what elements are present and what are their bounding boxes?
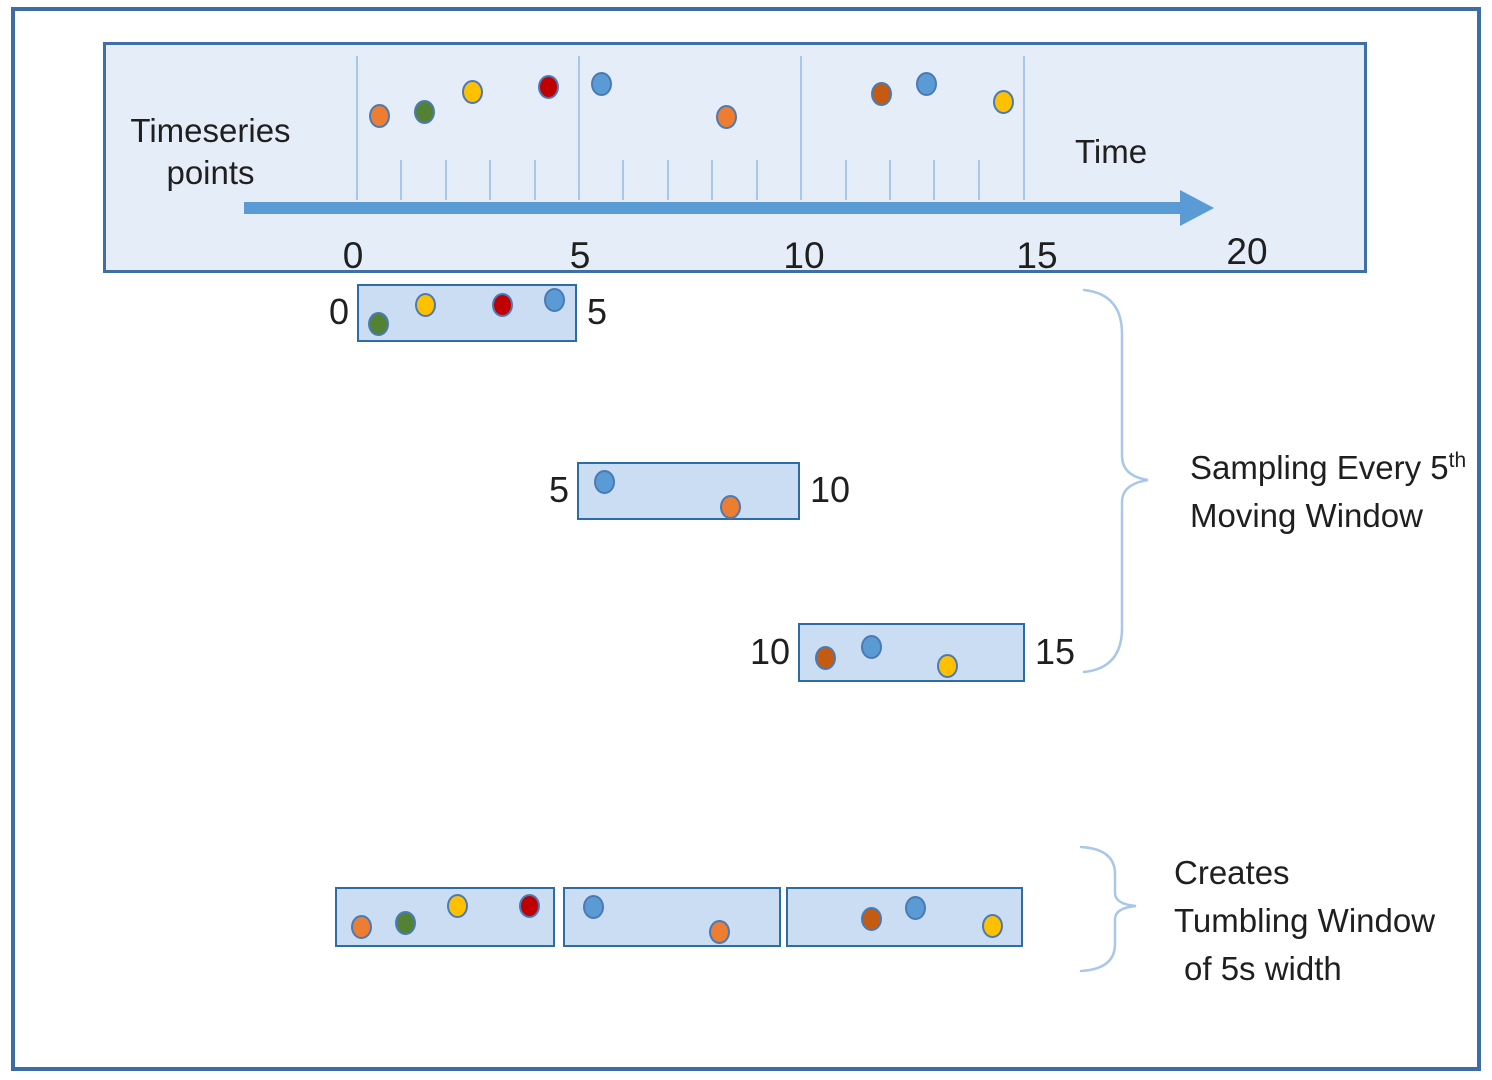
tumbling-window-1-point-orange [708,920,730,944]
timeline-gridline [356,56,358,200]
timeline-minor-tick [667,160,669,200]
time-axis-tick-label-0: 0 [342,235,364,276]
moving-window-box-5-10 [577,462,800,520]
timeline-point-orange [715,105,737,129]
moving-window-start-label-2: 10 [749,630,790,672]
timeline-minor-tick [445,160,447,200]
moving-window-brace [1082,288,1149,674]
moving-window-start-label-1: 5 [548,469,569,510]
moving-window-end-label-0: 5 [587,291,608,332]
moving-window-2-point-yellow [936,654,958,678]
tumbling-window-annotation-line1: Creates [1174,854,1290,891]
moving-window-0-point-red [491,293,513,317]
moving-window-2-point-blue [860,635,882,659]
moving-window-box-10-15 [798,623,1025,682]
time-axis-arrow-head-icon [1180,190,1214,226]
moving-window-0-point-green [367,312,389,336]
moving-window-0-point-blue [543,288,565,312]
tumbling-window-1-point-blue [582,895,604,919]
timeseries-points-label-line1: Timeseries [130,112,291,149]
timeseries-points-label-line2: points [166,154,255,191]
timeline-minor-tick [933,160,935,200]
timeline-minor-tick [845,160,847,200]
moving-window-end-label-2: 15 [1035,630,1076,672]
time-axis-label: Time [1075,133,1148,170]
timeline-point-yellow [992,90,1014,114]
timeline-gridline [1023,56,1025,200]
moving-window-0-point-yellow [414,293,436,317]
timeline-minor-tick [756,160,758,200]
moving-window-box-0-5 [357,284,577,342]
timeseries-points-label: Timeseries points [108,110,313,194]
time-axis-tick-label-10: 10 [783,235,825,276]
moving-window-end-label-1: 10 [810,469,851,510]
moving-window-annotation-line2: Moving Window [1190,497,1423,534]
moving-window-start-label-0: 0 [328,291,349,332]
timeline-point-blue [590,72,612,96]
timeline-gridline [578,56,580,200]
timeline-minor-tick [889,160,891,200]
timeline-gridline [800,56,802,200]
time-axis-tick-label-5: 5 [569,235,591,276]
tumbling-window-brace [1079,845,1137,973]
moving-window-annotation-line1: Sampling Every 5th [1190,449,1467,486]
timeline-point-dark-orange [870,82,892,106]
timeline-point-red [537,75,559,99]
tumbling-window-box-2 [786,887,1023,947]
tumbling-window-0-point-green [394,911,416,935]
timeline-point-blue [915,72,937,96]
moving-window-annotation: Sampling Every 5th Moving Window [1190,437,1466,540]
moving-window-1-point-orange [719,495,741,519]
timeline-minor-tick [711,160,713,200]
tumbling-window-annotation: Creates Tumbling Window of 5s width [1174,849,1435,993]
timeline-panel [103,42,1367,273]
moving-window-1-point-blue [593,470,615,494]
tumbling-window-0-point-red [518,894,540,918]
tumbling-window-2-point-dark-orange [860,907,882,931]
time-axis-tick-label-20: 20 [1226,231,1268,272]
tumbling-window-0-point-yellow [446,894,468,918]
timeline-minor-tick [978,160,980,200]
timeline-point-yellow [461,80,483,104]
time-axis-tick-label-15: 15 [1016,235,1058,276]
timeline-minor-tick [622,160,624,200]
diagram-outer-border [11,7,1481,1071]
moving-window-2-point-dark-orange [814,646,836,670]
tumbling-window-box-0 [335,887,555,947]
timeline-point-green [413,100,435,124]
tumbling-window-annotation-line2: Tumbling Window [1174,902,1436,939]
tumbling-window-2-point-blue [904,896,926,920]
timeline-point-orange [368,104,390,128]
timeline-minor-tick [489,160,491,200]
tumbling-window-annotation-line3: of 5s width [1184,950,1342,987]
timeline-minor-tick [400,160,402,200]
tumbling-window-2-point-yellow [981,914,1003,938]
tumbling-window-0-point-orange [350,915,372,939]
time-axis-arrow-shaft [244,202,1180,214]
timeline-minor-tick [534,160,536,200]
